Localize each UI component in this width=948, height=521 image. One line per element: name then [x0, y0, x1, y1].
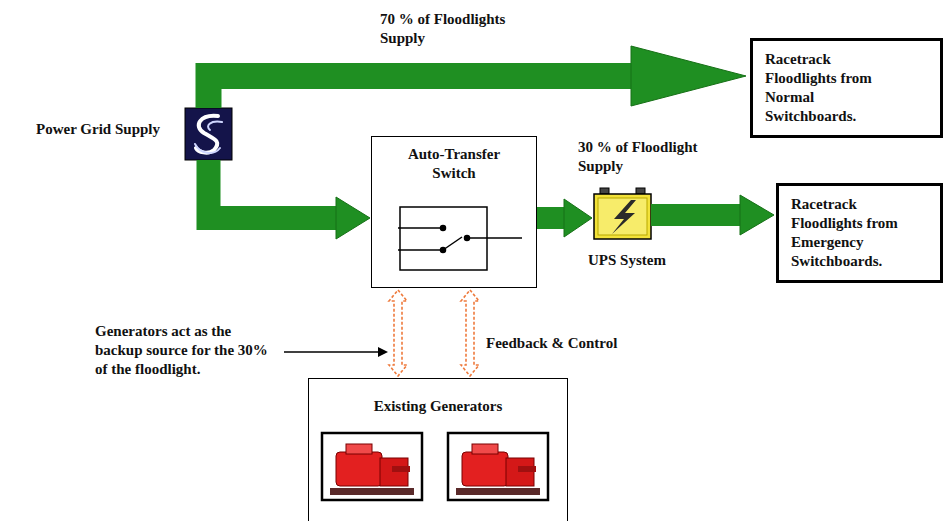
arrow-head — [740, 195, 774, 235]
node-text: Racetrack Floodlights from Emergency Swi… — [791, 195, 926, 271]
dashed-arrow — [461, 290, 479, 376]
arrow-head — [564, 199, 592, 237]
node-text: Racetrack Floodlights from Normal Switch… — [765, 50, 900, 126]
control-arrow — [389, 290, 407, 376]
power-flow-arrow — [651, 195, 774, 235]
dashed-arrow — [389, 290, 407, 376]
power-flow-arrow — [209, 160, 371, 239]
transfer-switch-box: Auto-Transfer Switch — [371, 136, 537, 288]
control-arrow — [461, 290, 479, 376]
leader-arrow — [284, 347, 388, 357]
node-text: Auto-Transfer Switch — [392, 145, 516, 183]
switch-symbol — [398, 207, 522, 270]
ups-node: UPS System — [594, 188, 651, 239]
node-text: UPS System — [588, 251, 666, 270]
arrow-head — [336, 197, 370, 239]
node-text: Existing Generators — [329, 397, 547, 416]
edge-label: Feedback & Control — [486, 334, 666, 353]
arrow-head — [631, 46, 746, 106]
note-text: Generators act as the backup source for … — [95, 322, 279, 379]
floodlight-box: Racetrack Floodlights from Emergency Swi… — [776, 183, 943, 283]
power-source: Power Grid Supply — [185, 108, 232, 160]
arrow-shaft — [209, 76, 634, 108]
power-flow-arrow — [537, 199, 592, 237]
generators-box: Existing Generators — [308, 378, 568, 521]
edge-label: 30 % of Floodlight Supply — [578, 138, 718, 176]
battery-icon — [594, 188, 651, 239]
node-text: Power Grid Supply — [36, 120, 160, 139]
arrow-shaft — [651, 204, 742, 226]
arrow-shaft — [537, 207, 566, 229]
power-flow-arrow — [209, 46, 747, 108]
edge-label: 70 % of Floodlights Supply — [380, 10, 545, 48]
generator-icon — [322, 433, 548, 500]
arrow-shaft — [209, 160, 339, 218]
power-grid-icon — [185, 108, 232, 160]
floodlight-box: Racetrack Floodlights from Normal Switch… — [750, 38, 943, 138]
